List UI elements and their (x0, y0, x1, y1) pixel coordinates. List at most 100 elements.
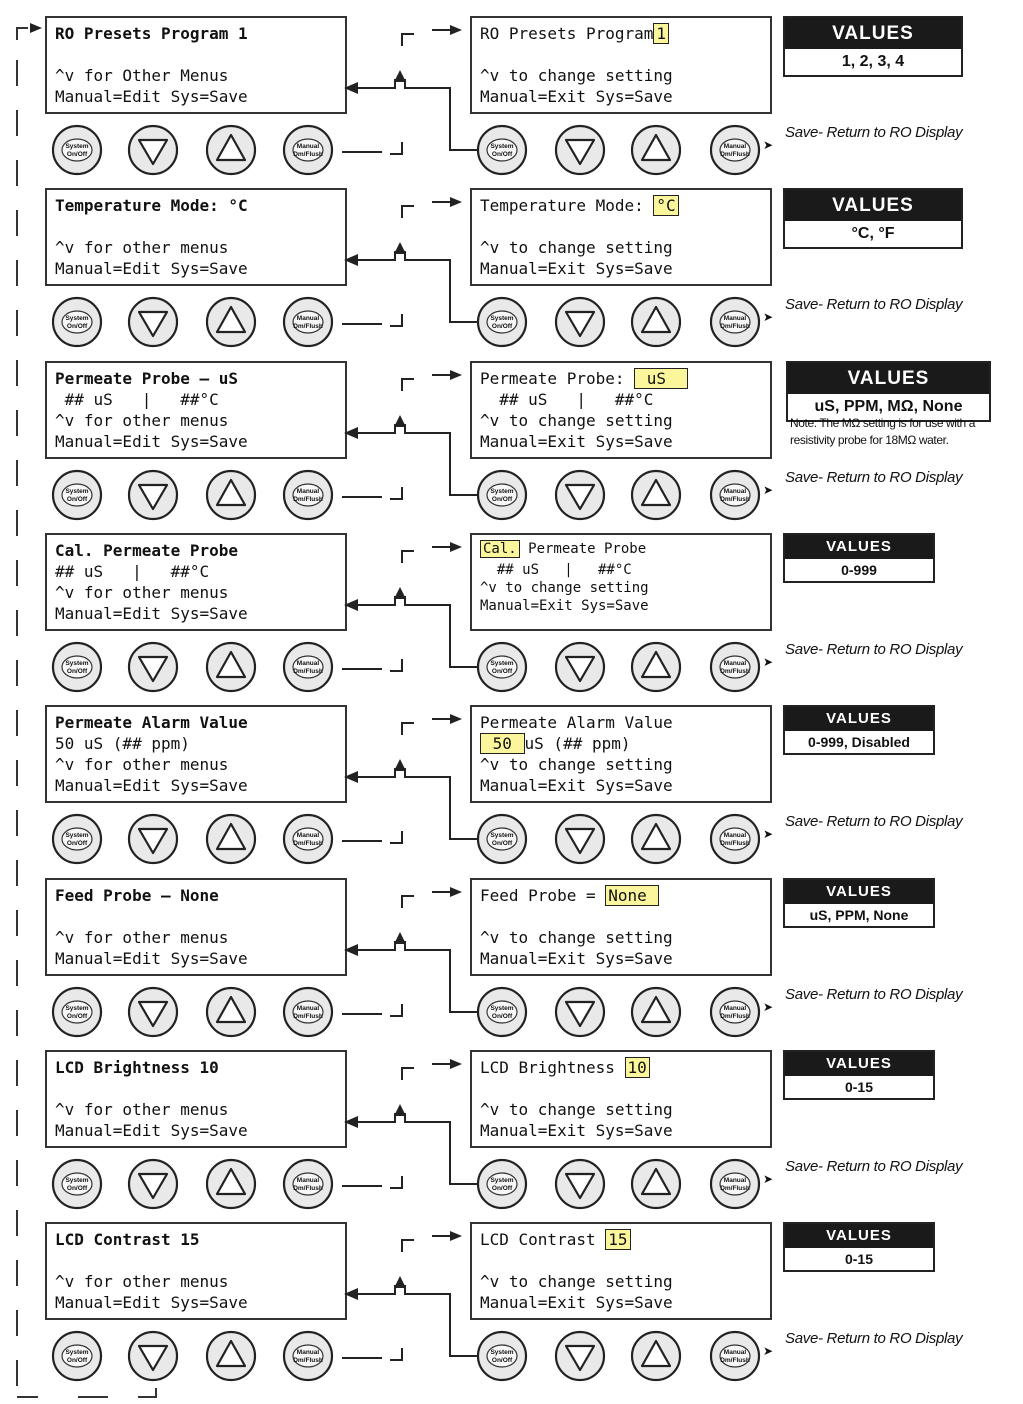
menu-title: LCD Brightness 10 (55, 1058, 219, 1077)
menu-down-arrow-button[interactable] (125, 294, 181, 350)
highlighted-setting: 15 (605, 1229, 631, 1250)
edit-down-arrow-button[interactable] (552, 1156, 608, 1212)
menu-up-arrow-button[interactable] (203, 811, 259, 867)
edit-up-arrow-button[interactable] (628, 984, 684, 1040)
menu-down-arrow-button[interactable] (125, 984, 181, 1040)
menu-line: ## uS | ##°C (55, 390, 219, 409)
menu-line: ^v for other menus (55, 1272, 229, 1291)
triangle-down-icon (137, 827, 169, 855)
edit-up-arrow-button[interactable] (628, 467, 684, 523)
button-label-bottom: On/Off (492, 323, 513, 330)
save-return-label: Save- Return to RO Display (785, 641, 963, 658)
button-label-bottom: On/Off (492, 151, 513, 158)
menu-up-arrow-button[interactable] (203, 1156, 259, 1212)
edit-up-arrow-button[interactable] (628, 122, 684, 178)
save-return-label: Save- Return to RO Display (785, 124, 963, 141)
edit-down-arrow-button[interactable] (552, 1328, 608, 1384)
save-arrow-icon: ➤ (763, 1172, 773, 1186)
edit-down-arrow-button[interactable] (552, 811, 608, 867)
values-list: 1, 2, 3, 4 (841, 53, 905, 70)
edit-up-arrow-button[interactable] (628, 294, 684, 350)
menu-line: Manual=Edit Sys=Save (55, 604, 248, 623)
menu-down-arrow-button[interactable] (125, 122, 181, 178)
menu-up-arrow-button[interactable] (203, 467, 259, 523)
menu-up-arrow-button[interactable] (203, 639, 259, 695)
edit-down-arrow-button[interactable] (552, 984, 608, 1040)
button-label-top: Manual (297, 143, 320, 150)
menu-down-arrow-button[interactable] (125, 1156, 181, 1212)
menu-up-arrow-button[interactable] (203, 122, 259, 178)
menu-up-arrow-button[interactable] (203, 984, 259, 1040)
edit-up-arrow-button[interactable] (628, 811, 684, 867)
menu-down-arrow-button[interactable] (125, 1328, 181, 1384)
edit-title: Permeate Probe (519, 541, 647, 557)
triangle-up-icon (640, 995, 672, 1024)
menu-down-arrow-button[interactable] (125, 467, 181, 523)
edit-up-arrow-button[interactable] (628, 639, 684, 695)
edit-down-arrow-button[interactable] (552, 467, 608, 523)
button-label-top: System (490, 832, 513, 839)
triangle-up-icon (640, 822, 672, 851)
menu-up-arrow-button[interactable] (203, 1328, 259, 1384)
button-label-bottom: On/Off (492, 1013, 513, 1020)
button-label-bottom: On/Off (67, 1013, 88, 1020)
triangle-down-icon (564, 655, 596, 683)
menu-down-arrow-button[interactable] (125, 811, 181, 867)
button-label-top: System (490, 488, 513, 495)
edit-line: Manual=Exit Sys=Save (480, 87, 673, 106)
edit-title: LCD Contrast (480, 1230, 606, 1249)
menu-down-arrow-button[interactable] (125, 639, 181, 695)
button-label-bottom: Dm/Flush (720, 323, 750, 330)
edit-down-arrow-button[interactable] (552, 639, 608, 695)
button-label-top: System (65, 660, 88, 667)
button-label-top: System (490, 660, 513, 667)
edit-down-arrow-button[interactable] (552, 122, 608, 178)
button-label-top: System (65, 315, 88, 322)
edit-down-arrow-button[interactable] (552, 294, 608, 350)
triangle-up-icon (640, 1167, 672, 1196)
menu-up-arrow-button[interactable] (203, 294, 259, 350)
edit-up-arrow-button[interactable] (628, 1156, 684, 1212)
button-label-bottom: On/Off (67, 1185, 88, 1192)
edit-up-arrow-button[interactable] (628, 1328, 684, 1384)
button-label-top: Manual (724, 1177, 747, 1184)
button-label-bottom: Dm/Flush (293, 323, 323, 330)
triangle-up-icon (640, 650, 672, 679)
button-label-bottom: Dm/Flush (293, 1185, 323, 1192)
